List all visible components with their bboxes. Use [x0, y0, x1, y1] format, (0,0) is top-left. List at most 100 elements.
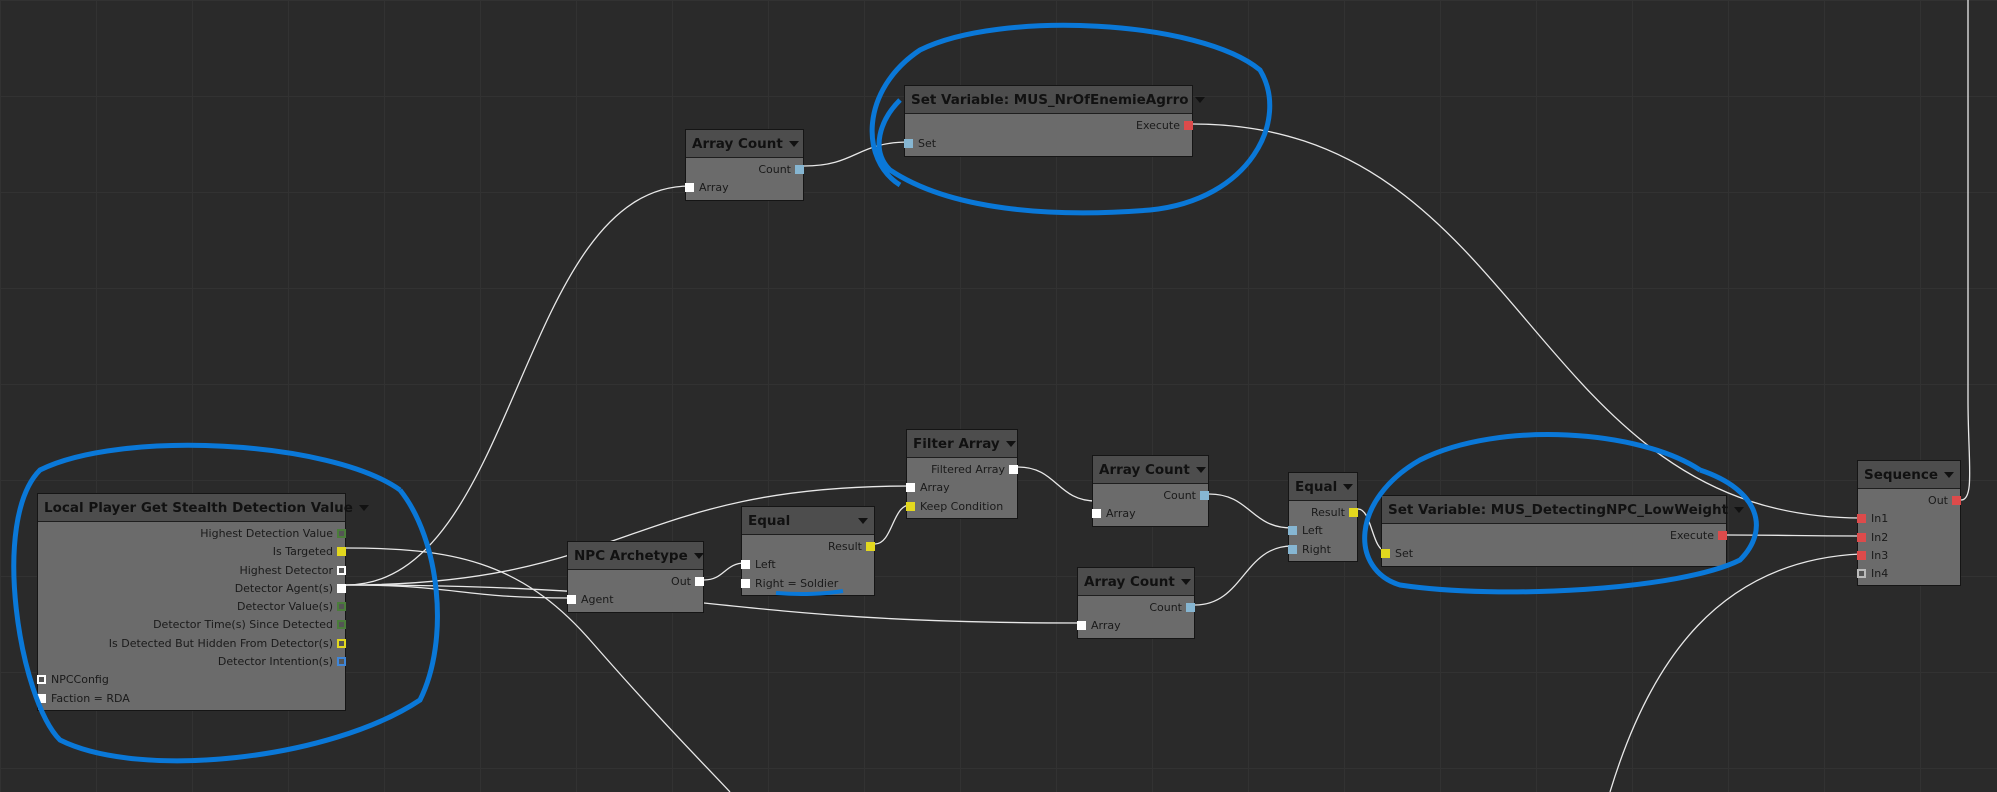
- pin-label: Array: [1106, 507, 1136, 521]
- pin-connector-icon[interactable]: [741, 560, 750, 570]
- input-pin: Left: [1288, 522, 1357, 540]
- pin-connector-icon[interactable]: [866, 542, 875, 551]
- input-pin: Faction = RDA: [37, 690, 345, 708]
- pin-connector-icon[interactable]: [1718, 531, 1727, 540]
- pin-connector-icon[interactable]: [37, 693, 46, 703]
- pin-label: Detector Time(s) Since Detected: [153, 618, 333, 632]
- pin-label: In4: [1871, 567, 1889, 581]
- pin-label: Count: [758, 163, 791, 176]
- pin-connector-icon[interactable]: [1077, 621, 1086, 631]
- pin-label: Array: [1091, 619, 1121, 633]
- node-header[interactable]: Equal: [1289, 473, 1357, 501]
- dropdown-arrow-icon[interactable]: [1180, 578, 1191, 585]
- pin-connector-icon[interactable]: [337, 638, 346, 648]
- pin-connector-icon[interactable]: [567, 595, 576, 605]
- pin-label: Execute: [1136, 119, 1180, 132]
- input-pin: NPCConfig: [37, 671, 345, 689]
- pin-label: Highest Detector: [239, 563, 333, 577]
- pin-connector-icon[interactable]: [1857, 514, 1866, 524]
- node-title: Set Variable: MUS_DetectingNPC_LowWeight: [1388, 501, 1729, 518]
- dropdown-arrow-icon[interactable]: [788, 140, 799, 147]
- pin-connector-icon[interactable]: [337, 583, 346, 593]
- pin-label: In3: [1871, 548, 1889, 562]
- pin-label: Agent: [581, 593, 614, 607]
- node-stealth[interactable]: Local Player Get Stealth Detection Value…: [37, 493, 369, 711]
- pin-connector-icon[interactable]: [741, 578, 750, 588]
- pin-connector-icon[interactable]: [1857, 532, 1866, 542]
- node-header[interactable]: NPC Archetype: [568, 542, 704, 570]
- pin-connector-icon[interactable]: [1952, 496, 1961, 505]
- node-header[interactable]: Array Count: [1078, 568, 1194, 596]
- output-pin: Detector Intention(s): [38, 653, 346, 671]
- node-setvar2[interactable]: Set Variable: MUS_DetectingNPC_LowWeight…: [1381, 495, 1745, 567]
- node-header[interactable]: Array Count: [686, 130, 803, 158]
- pin-connector-icon[interactable]: [1288, 526, 1297, 536]
- pin-connector-icon[interactable]: [1381, 549, 1390, 559]
- pin-connector-icon[interactable]: [1288, 544, 1297, 554]
- output-pin: Detector Time(s) Since Detected: [38, 616, 346, 634]
- node-header[interactable]: Local Player Get Stealth Detection Value: [38, 494, 369, 522]
- pin-connector-icon[interactable]: [337, 547, 346, 557]
- dropdown-arrow-icon[interactable]: [1343, 483, 1354, 490]
- pin-label: Count: [1149, 601, 1182, 614]
- pin-connector-icon[interactable]: [1857, 569, 1866, 579]
- dropdown-arrow-icon[interactable]: [693, 552, 704, 559]
- wire: [874, 504, 911, 545]
- dropdown-arrow-icon[interactable]: [858, 517, 868, 524]
- pin-connector-icon[interactable]: [1186, 603, 1195, 612]
- dropdown-arrow-icon[interactable]: [1005, 440, 1016, 447]
- pin-connector-icon[interactable]: [1184, 121, 1193, 130]
- node-header[interactable]: Set Variable: MUS_NrOfEnemieAgrro: [905, 86, 1205, 114]
- dropdown-arrow-icon[interactable]: [1195, 466, 1206, 473]
- dropdown-arrow-icon[interactable]: [1944, 471, 1955, 478]
- node-header[interactable]: Set Variable: MUS_DetectingNPC_LowWeight: [1382, 496, 1745, 524]
- pin-connector-icon[interactable]: [1009, 465, 1018, 474]
- pin-connector-icon[interactable]: [1200, 491, 1209, 500]
- node-header[interactable]: Sequence: [1858, 461, 1960, 489]
- pin-connector-icon[interactable]: [337, 529, 346, 538]
- pin-connector-icon[interactable]: [1857, 550, 1866, 560]
- pin-connector-icon[interactable]: [337, 602, 346, 612]
- pin-connector-icon[interactable]: [1349, 508, 1358, 517]
- dropdown-arrow-icon[interactable]: [358, 504, 369, 511]
- pin-label: Filtered Array: [931, 463, 1005, 476]
- pin-connector-icon[interactable]: [795, 165, 804, 174]
- pin-connector-icon[interactable]: [685, 183, 694, 193]
- pin-connector-icon[interactable]: [337, 565, 346, 575]
- pin-connector-icon[interactable]: [904, 139, 913, 149]
- dropdown-arrow-icon[interactable]: [1734, 506, 1745, 513]
- wire: [1726, 534, 1862, 537]
- node-header[interactable]: Filter Array: [907, 430, 1017, 458]
- output-pin: Execute: [905, 117, 1193, 135]
- node-title: NPC Archetype: [574, 547, 688, 564]
- input-pin: In2: [1857, 529, 1960, 547]
- pin-connector-icon[interactable]: [337, 657, 346, 667]
- wire: [1194, 545, 1293, 606]
- output-pin: Count: [1093, 487, 1209, 505]
- dropdown-arrow-icon[interactable]: [1194, 96, 1205, 103]
- input-pin: Left: [741, 556, 874, 574]
- pin-connector-icon[interactable]: [906, 501, 915, 511]
- pin-connector-icon[interactable]: [695, 577, 704, 586]
- pin-connector-icon[interactable]: [1092, 509, 1101, 519]
- pin-connector-icon[interactable]: [337, 620, 346, 630]
- input-pin: Array: [685, 179, 803, 197]
- pin-label: Is Detected But Hidden From Detector(s): [108, 636, 333, 650]
- pin-label: Detector Agent(s): [234, 581, 333, 595]
- pin-connector-icon[interactable]: [37, 675, 46, 685]
- input-pin: Array: [906, 479, 1017, 497]
- pin-connector-icon[interactable]: [906, 483, 915, 493]
- node-header[interactable]: Array Count: [1093, 456, 1208, 484]
- input-pin: Set: [1381, 545, 1726, 563]
- pin-label: Keep Condition: [920, 499, 1004, 513]
- node-header[interactable]: Equal: [742, 507, 874, 535]
